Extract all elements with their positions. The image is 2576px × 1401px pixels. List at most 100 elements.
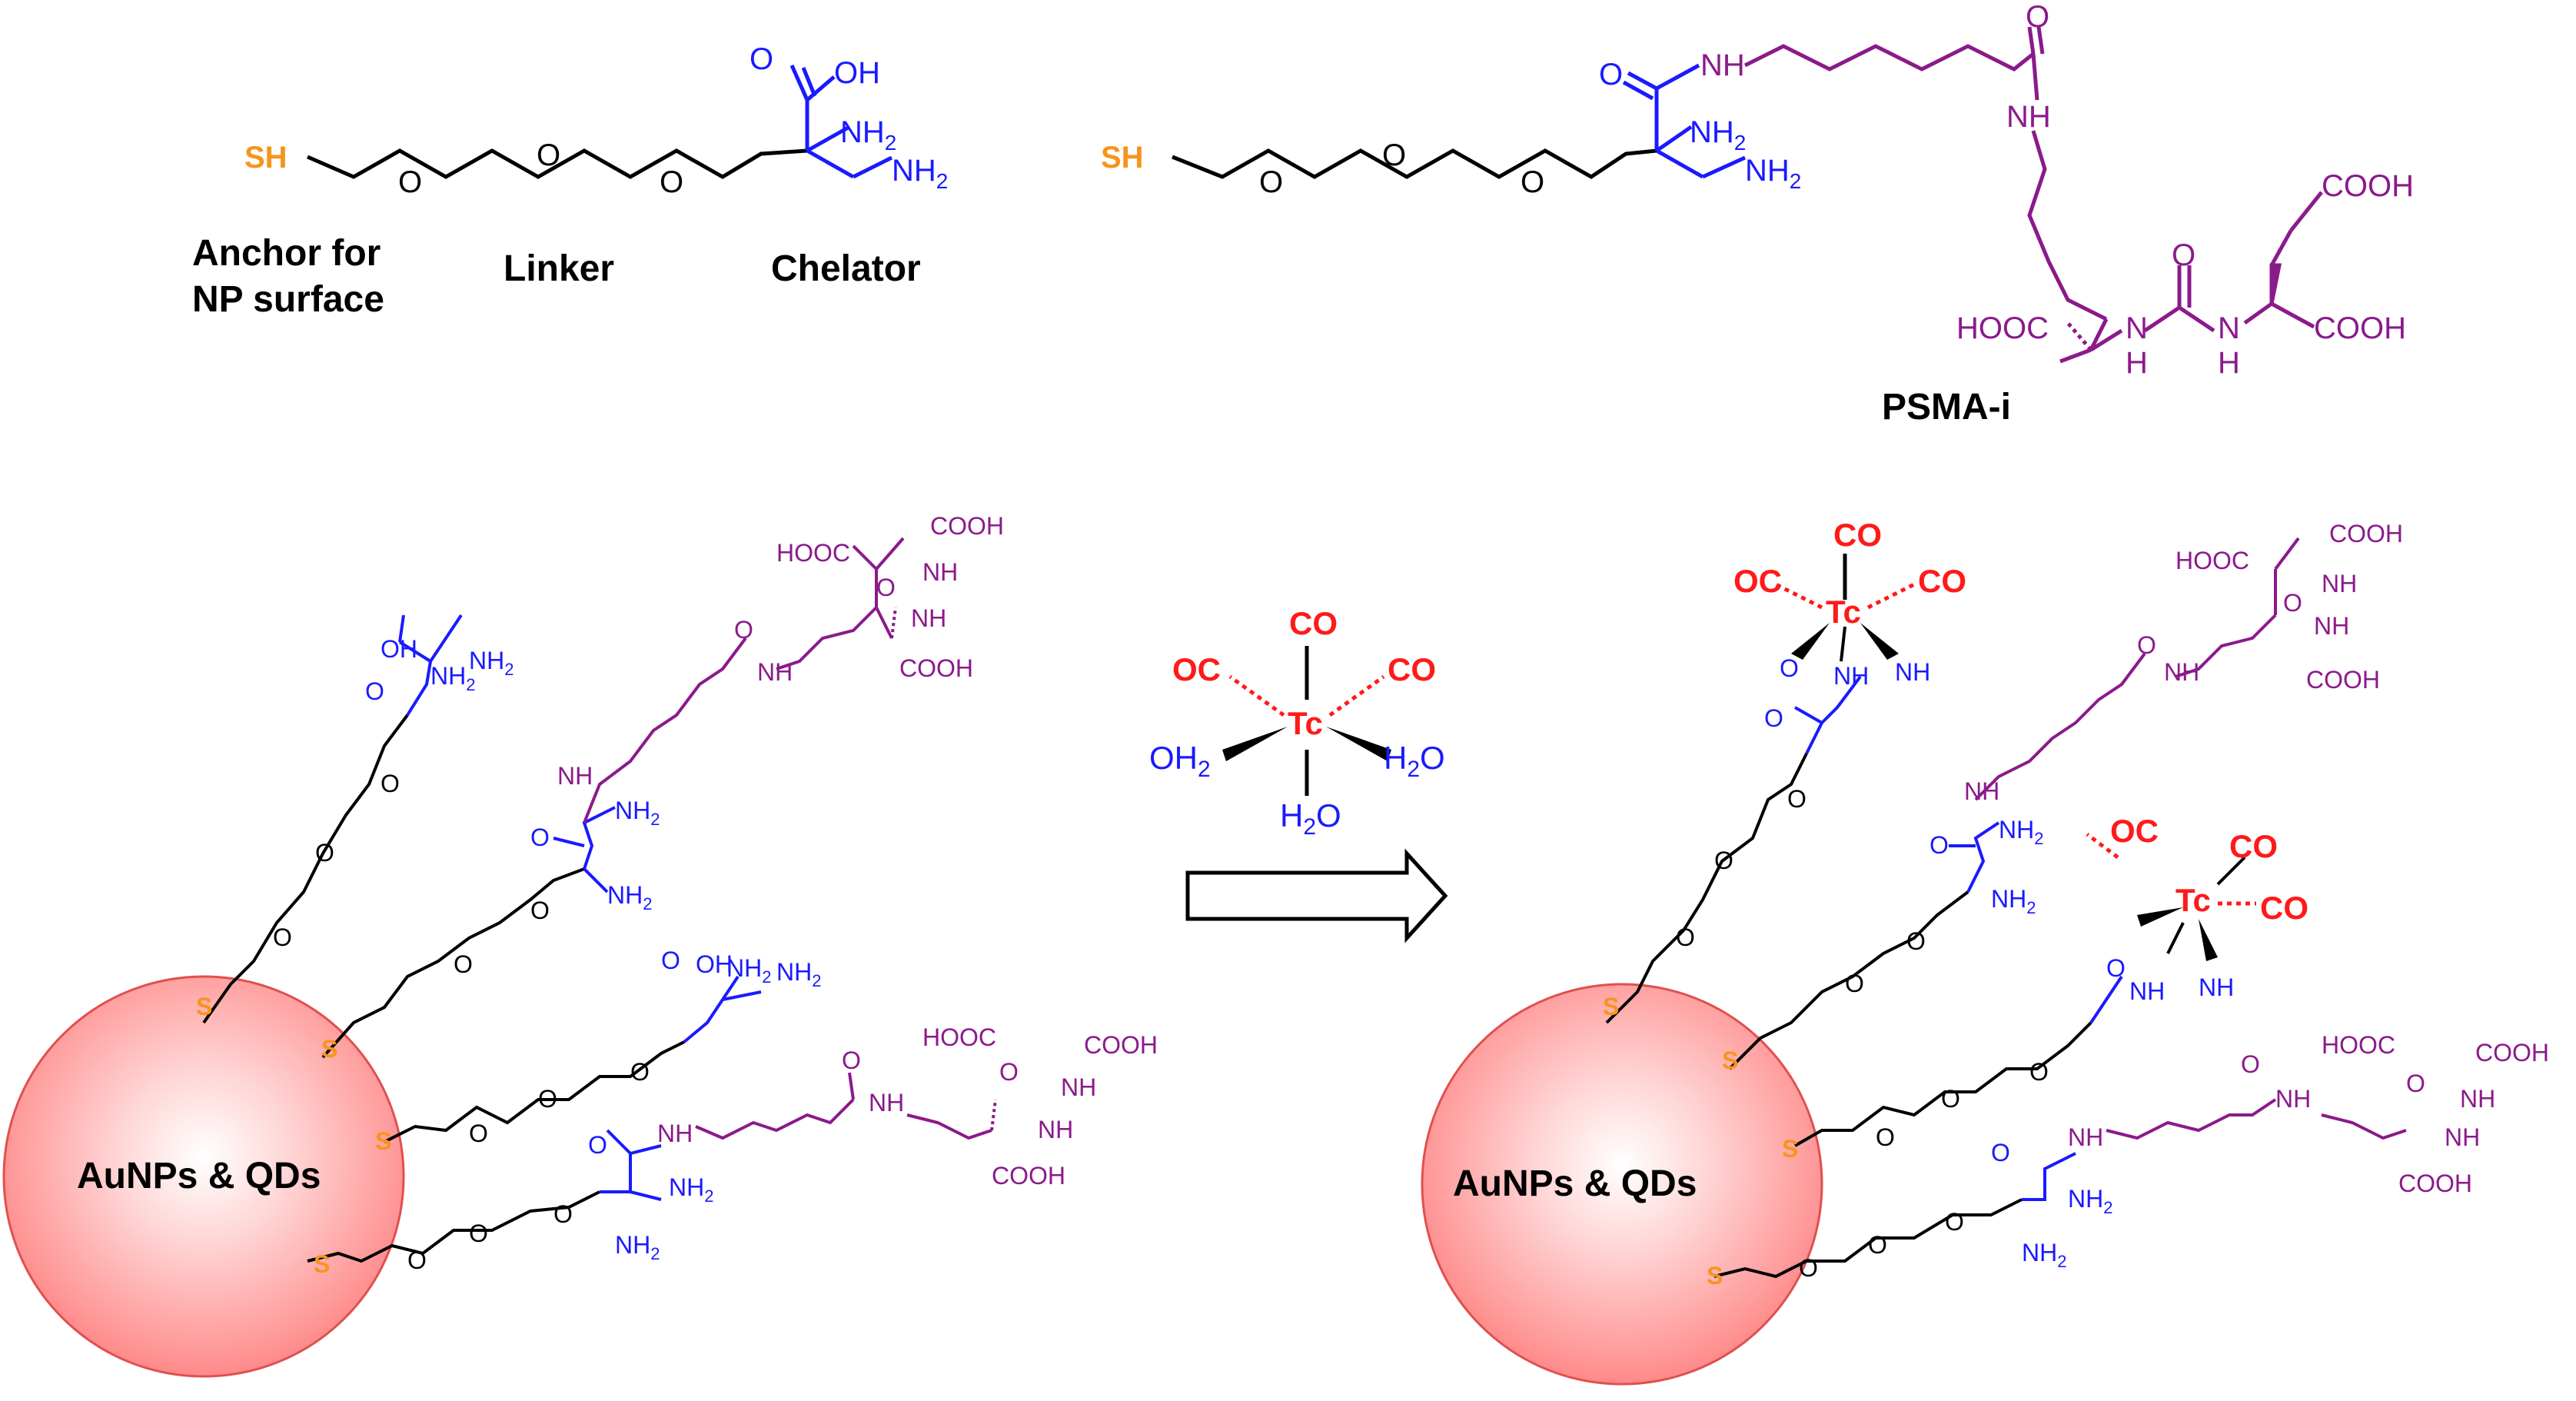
ketone-oxygen: O bbox=[842, 1047, 861, 1074]
thiol-label: SH bbox=[244, 141, 288, 175]
urea-oxygen: O bbox=[2406, 1070, 2425, 1097]
amine: NH2 bbox=[776, 958, 821, 990]
side-amine: NH2 bbox=[892, 154, 948, 193]
ether-oxygen: O bbox=[469, 1120, 488, 1147]
amine: NH2 bbox=[469, 647, 514, 679]
urea-oxygen: O bbox=[999, 1058, 1019, 1086]
anchor-caption-line2: NP surface bbox=[192, 279, 384, 320]
complex-o: O bbox=[2106, 954, 2126, 982]
amine: NH2 bbox=[669, 1173, 713, 1206]
side-amine: NH2 bbox=[1745, 154, 1801, 193]
amine: NH2 bbox=[2022, 1239, 2066, 1271]
urea-nh: NH bbox=[2460, 1085, 2495, 1113]
alpha-amine: NH2 bbox=[840, 115, 896, 155]
ether-oxygen: O bbox=[1787, 785, 1807, 813]
carbonyl-oxygen: O bbox=[1991, 1139, 2010, 1166]
reagent-water-right: H2O bbox=[1384, 740, 1445, 782]
reagent-co-right: CO bbox=[1388, 651, 1436, 687]
urea-h-left: H bbox=[2126, 346, 2148, 380]
complex-nh: NH bbox=[1833, 662, 1869, 690]
chelator-caption: Chelator bbox=[771, 248, 921, 289]
ether-oxygen: O bbox=[660, 165, 683, 199]
complex-nh: NH bbox=[1895, 658, 1930, 686]
tc-complex-2: OC CO CO Tc O NH NH bbox=[2086, 813, 2308, 1005]
alpha-amine: NH2 bbox=[1690, 115, 1746, 155]
carbonyl-oxygen: O bbox=[365, 677, 384, 705]
sulfur-label: S bbox=[196, 993, 212, 1020]
urea-n-right: N bbox=[2218, 311, 2240, 345]
urea-nh: NH bbox=[2322, 570, 2357, 597]
technetium-tricarbonyl-reagent: CO OC CO Tc OH2 H2O H2O bbox=[1149, 605, 1445, 840]
chelator-group-top bbox=[789, 64, 893, 179]
amine: NH2 bbox=[615, 797, 660, 829]
urea-nh: NH bbox=[2314, 612, 2349, 640]
amide-nh: NH bbox=[557, 762, 593, 790]
tc-complex-1: CO OC CO Tc NH NH O O bbox=[1733, 517, 1966, 732]
sulfur-label: S bbox=[1782, 1135, 1798, 1163]
ether-oxygen: O bbox=[398, 165, 422, 199]
anchor-caption-line1: Anchor for bbox=[192, 233, 381, 274]
cooh-right: COOH bbox=[2314, 311, 2406, 345]
ether-oxygen: O bbox=[381, 770, 400, 797]
amine: NH2 bbox=[1999, 816, 2043, 848]
ketone-oxygen: O bbox=[2137, 631, 2156, 659]
urea-nh: NH bbox=[2445, 1123, 2480, 1151]
complex-co: CO bbox=[2229, 828, 2278, 864]
amine: NH2 bbox=[1991, 885, 2036, 917]
cooh: COOH bbox=[899, 654, 973, 682]
ether-oxygen: O bbox=[1714, 847, 1733, 874]
lysine-nh: NH bbox=[2006, 100, 2051, 134]
amine: NH2 bbox=[2068, 1185, 2112, 1217]
ether-oxygen: O bbox=[454, 950, 473, 978]
ether-oxygen: O bbox=[1876, 1123, 1895, 1151]
anchor-linker-chelator-molecule bbox=[307, 148, 808, 179]
complex-co-top: CO bbox=[1833, 517, 1882, 553]
ether-oxygen: O bbox=[1868, 1231, 1887, 1259]
reaction-arrow bbox=[1185, 848, 1448, 943]
ether-oxygen: O bbox=[537, 138, 560, 172]
cooh: COOH bbox=[1084, 1031, 1158, 1059]
amide-nh: NH bbox=[757, 658, 793, 686]
ether-oxygen: O bbox=[553, 1200, 573, 1228]
complex-metal: Tc bbox=[1826, 594, 1861, 630]
nanoparticle-label-left: AuNPs & QDs bbox=[77, 1156, 321, 1196]
complex-oc-left: OC bbox=[1733, 563, 1782, 599]
amide-nh: NH bbox=[869, 1089, 904, 1116]
urea-nh: NH bbox=[911, 604, 946, 632]
reagent-water-bottom: H2O bbox=[1280, 797, 1341, 840]
carbonyl-oxygen: O bbox=[1930, 831, 1949, 859]
cooh: COOH bbox=[2306, 666, 2380, 694]
ketone-oxygen: O bbox=[2026, 0, 2049, 34]
hooc: HOOC bbox=[2175, 547, 2249, 574]
ether-oxygen: O bbox=[630, 1058, 650, 1086]
psma-conjugate-molecule: SH O O O O NH NH2 NH2 O NH HOOC N H O N … bbox=[1101, 0, 2414, 428]
nanoparticle-sphere-right bbox=[1421, 983, 1823, 1386]
hooc-left: HOOC bbox=[1956, 311, 2049, 345]
sulfur-label: S bbox=[1722, 1047, 1738, 1074]
ether-oxygen: O bbox=[2029, 1058, 2049, 1086]
cooh-top: COOH bbox=[2322, 169, 2414, 203]
sulfur-label: S bbox=[1603, 993, 1619, 1020]
ether-oxygen: O bbox=[1941, 1085, 1960, 1113]
ether-oxygen: O bbox=[1382, 138, 1406, 172]
ether-oxygen: O bbox=[530, 897, 550, 924]
amide-nh: NH bbox=[2068, 1123, 2103, 1151]
hooc: HOOC bbox=[922, 1023, 996, 1051]
ether-oxygen: O bbox=[1845, 970, 1864, 997]
carbonyl-oxygen: O bbox=[750, 42, 773, 76]
hooc: HOOC bbox=[2322, 1031, 2395, 1059]
acid-oh: OH bbox=[381, 635, 417, 663]
reagent-water-left: OH2 bbox=[1149, 740, 1211, 782]
ether-oxygen: O bbox=[1906, 927, 1926, 955]
acid-oh: OH bbox=[834, 56, 880, 90]
carbonyl-oxygen: O bbox=[661, 947, 680, 974]
nanoparticle-sphere-left bbox=[2, 975, 405, 1378]
linker-caption: Linker bbox=[504, 248, 614, 289]
amide-nh: NH bbox=[657, 1120, 693, 1147]
cooh: COOH bbox=[930, 512, 1004, 540]
carbonyl-oxygen: O bbox=[588, 1131, 607, 1159]
ether-oxygen: O bbox=[1945, 1208, 1964, 1236]
top-molecule-text: SH O O O O OH NH2 NH2 bbox=[244, 42, 948, 199]
cooh: COOH bbox=[2398, 1170, 2472, 1197]
urea-nh: NH bbox=[922, 558, 958, 586]
